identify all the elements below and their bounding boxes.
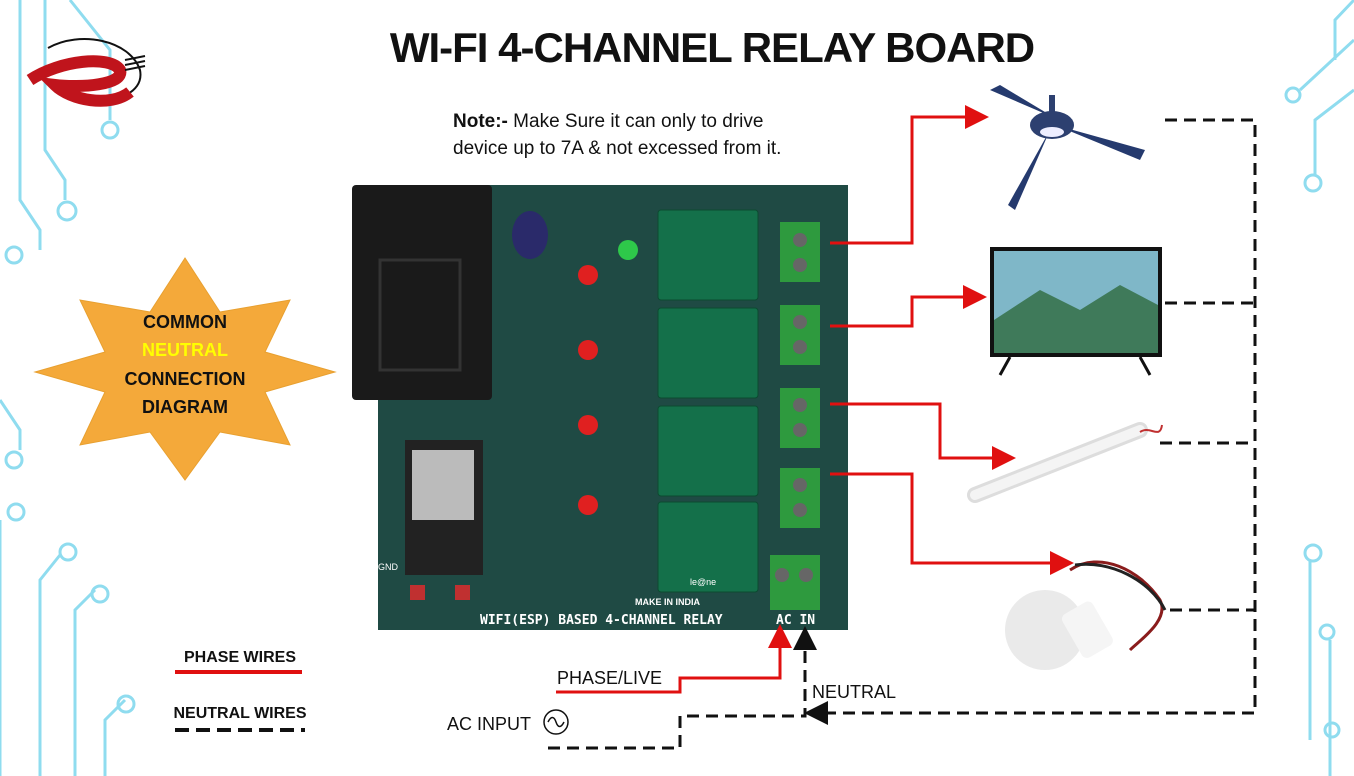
relay-board: GND DEVICE1 OUT DEVICE2 OUT DEVICE3 OUT …: [352, 185, 869, 630]
svg-text:DEVICE1 OUT: DEVICE1 OUT: [859, 198, 869, 259]
svg-text:le@ne: le@ne: [690, 577, 716, 587]
star-shape: [33, 257, 337, 481]
terminal-ac-in: [770, 555, 820, 610]
television-icon: [990, 247, 1162, 376]
legend-phase-label: PHASE WIRES: [184, 649, 296, 666]
bulb-icon: [1005, 560, 1167, 670]
terminal-4: [780, 468, 820, 528]
svg-text:DEVICE3 OUT: DEVICE3 OUT: [859, 363, 869, 424]
terminal-2: [780, 305, 820, 365]
phase-wires: [556, 105, 1074, 694]
brand-logo: [26, 38, 146, 107]
terminal-1: [780, 222, 820, 282]
relay-3: [657, 405, 759, 497]
transformer: [352, 185, 492, 400]
svg-text:DIAGRAM: DIAGRAM: [142, 397, 228, 417]
relay-4: [657, 501, 759, 593]
common-neutral-badge: COMMON NEUTRAL CONNECTION DIAGRAM: [33, 257, 337, 481]
note-line-1: Note:- Make Sure it can only to drive: [453, 111, 763, 132]
relay-1: [657, 209, 759, 301]
svg-text:COMMON: COMMON: [143, 312, 227, 332]
ac-in-label: AC IN: [776, 613, 815, 628]
svg-text:NEUTRAL: NEUTRAL: [142, 340, 228, 360]
ac-input-label: AC INPUT: [447, 714, 531, 734]
phase-live-label: PHASE/LIVE: [557, 668, 662, 688]
note-line-2: device up to 7A & not excessed from it.: [453, 138, 781, 159]
svg-text:MAKE IN INDIA: MAKE IN INDIA: [635, 597, 701, 607]
ac-source-icon: [543, 709, 569, 735]
board-name: WIFI(ESP) BASED 4-CHANNEL RELAY: [480, 613, 723, 628]
neutral-wires: [548, 118, 1257, 750]
legend-neutral-label: NEUTRAL WIRES: [173, 705, 306, 722]
capacitor: [512, 211, 548, 259]
svg-text:GND: GND: [378, 562, 399, 572]
tube-light-icon: [967, 422, 1163, 503]
svg-text:DEVICE2 OUT: DEVICE2 OUT: [859, 281, 869, 342]
svg-text:CONNECTION: CONNECTION: [125, 369, 246, 389]
page-title: WI-FI 4-CHANNEL RELAY BOARD: [390, 24, 1034, 71]
terminal-3: [780, 388, 820, 448]
neutral-label: NEUTRAL: [812, 682, 896, 702]
relay-2: [657, 307, 759, 399]
ceiling-fan-icon: [990, 85, 1145, 210]
